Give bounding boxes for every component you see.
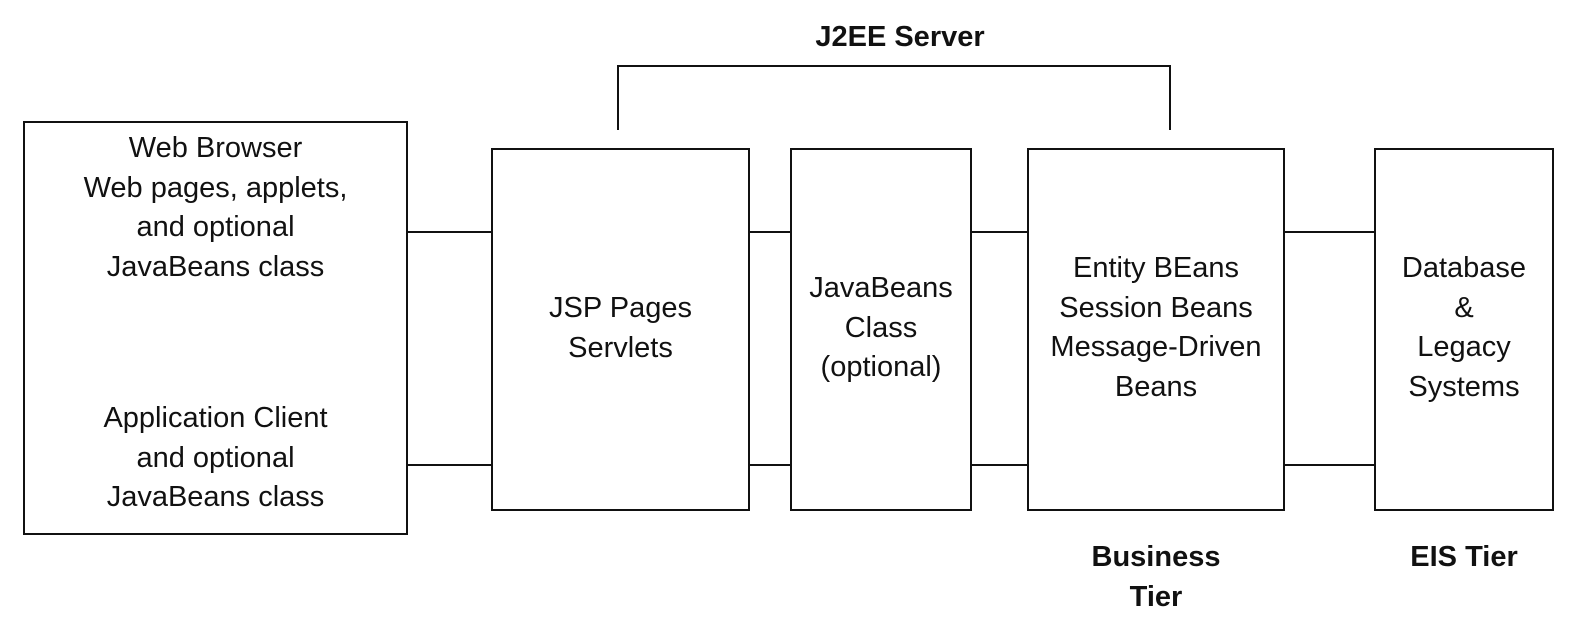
j2ee-server-bracket [617, 65, 1171, 130]
web-browser-text: Web Browser Web pages, applets, and opti… [23, 129, 408, 287]
business-tier-label-line: Business [1091, 541, 1221, 573]
business-tier-label-line: Tier [1129, 580, 1183, 613]
business-tier-line: Entity BEans [1072, 252, 1240, 284]
eis-box [1374, 148, 1554, 511]
web-tier-text: JSP Pages Servlets [491, 289, 750, 368]
web-browser-line: Web pages, applets, [83, 171, 348, 204]
javabeans-box [790, 148, 972, 511]
javabeans-line: Class [844, 311, 918, 344]
application-client-line: JavaBeans class [106, 481, 325, 513]
eis-line: Database [1401, 252, 1527, 284]
eis-text: Database & Legacy Systems [1374, 249, 1554, 407]
web-browser-line: and optional [136, 211, 295, 243]
javabeans-line: JavaBeans [809, 272, 953, 304]
javabeans-line: (optional) [820, 351, 942, 383]
application-client-text: Application Client and optional JavaBean… [23, 399, 408, 518]
eis-line: Systems [1408, 370, 1520, 403]
business-tier-text: Entity BEans Session Beans Message-Drive… [1027, 249, 1285, 407]
web-browser-line: JavaBeans class [106, 250, 325, 283]
web-tier-line: Servlets [568, 331, 673, 364]
javabeans-text: JavaBeans Class (optional) [790, 269, 972, 388]
client-tier-box [23, 121, 408, 535]
application-client-line: Application Client [103, 402, 328, 434]
web-browser-line: Web Browser [128, 132, 303, 164]
application-client-line: and optional [136, 441, 295, 474]
eis-line: & [1454, 291, 1474, 324]
business-tier-box [1027, 148, 1285, 511]
business-tier-line: Session Beans [1059, 291, 1253, 324]
business-tier-line: Beans [1114, 370, 1198, 403]
web-tier-line: JSP Pages [549, 292, 692, 324]
j2ee-server-title: J2EE Server [815, 21, 985, 53]
business-tier-label: Business Tier [1027, 538, 1285, 617]
eis-tier-label: EIS Tier [1374, 538, 1554, 578]
eis-tier-label-line: EIS Tier [1410, 541, 1518, 573]
eis-line: Legacy [1417, 331, 1511, 363]
web-tier-box [491, 148, 750, 511]
business-tier-line: Message-Driven [1050, 331, 1262, 363]
